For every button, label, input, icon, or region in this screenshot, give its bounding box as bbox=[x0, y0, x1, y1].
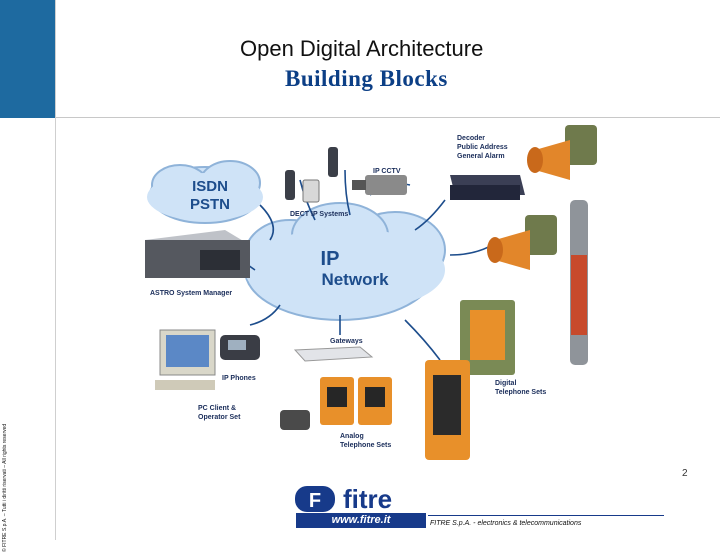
website-link[interactable]: www.fitre.it bbox=[296, 513, 426, 528]
label-dect: DECT IP Systems bbox=[290, 211, 348, 218]
page-title: Open Digital Architecture bbox=[240, 36, 483, 62]
footer-divider bbox=[428, 515, 664, 516]
sos-column: S O S bbox=[570, 200, 607, 365]
architecture-diagram: IP Network ISDN PSTN DECT IP Systems IP … bbox=[140, 125, 610, 470]
company-footer: FITRE S.p.A. - electronics & telecommuni… bbox=[430, 520, 581, 527]
ip-cctv-camera: IP CCTV bbox=[352, 168, 407, 195]
label-ipcctv: IP CCTV bbox=[373, 168, 401, 175]
page-number: 2 bbox=[682, 468, 688, 479]
label-digital-2: Telephone Sets bbox=[495, 389, 546, 396]
label-gateways: Gateways bbox=[330, 338, 363, 345]
label-decoder-3: General Alarm bbox=[457, 153, 505, 160]
isdn-cloud-line2: PSTN bbox=[190, 196, 230, 213]
isdn-pstn-cloud: ISDN PSTN bbox=[147, 161, 263, 223]
label-decoder-2: Public Address bbox=[457, 144, 508, 151]
gateway-device: Gateways bbox=[295, 338, 372, 361]
page-subtitle: Building Blocks bbox=[285, 66, 448, 92]
label-analog-2: Telephone Sets bbox=[340, 442, 391, 449]
label-pcclient-1: PC Client & bbox=[198, 405, 236, 412]
analog-telephone-sets: Analog Telephone Sets bbox=[280, 377, 392, 449]
copyright-text: © FITRE S.p.A. – Tutti i diritti riserva… bbox=[2, 202, 12, 552]
logo-wordmark: fitre bbox=[343, 486, 392, 514]
sos-label: S O S bbox=[596, 282, 607, 309]
loudspeaker-top bbox=[527, 125, 597, 180]
decoder-device: Decoder Public Address General Alarm bbox=[450, 135, 525, 200]
digital-telephone-sets: Digital Telephone Sets bbox=[425, 300, 546, 460]
header-divider bbox=[56, 117, 720, 118]
svg-text:F: F bbox=[309, 490, 321, 512]
isdn-cloud-line1: ISDN bbox=[192, 178, 228, 195]
label-decoder-1: Decoder bbox=[457, 135, 485, 142]
astro-server: ASTRO System Manager bbox=[145, 230, 250, 297]
label-astro: ASTRO System Manager bbox=[150, 290, 232, 297]
loudspeaker-bottom bbox=[487, 215, 557, 270]
sidebar-accent-block bbox=[0, 0, 55, 118]
label-pcclient-2: Operator Set bbox=[198, 414, 241, 421]
sidebar-divider bbox=[55, 0, 56, 540]
label-digital-1: Digital bbox=[495, 380, 516, 387]
ip-network-cloud: IP Network bbox=[245, 203, 445, 320]
ip-phones: IP Phones bbox=[220, 335, 260, 382]
ip-cloud-line2: Network bbox=[321, 270, 389, 289]
label-ipphones: IP Phones bbox=[222, 375, 256, 382]
ip-cloud-line1: IP bbox=[321, 248, 340, 270]
label-analog-1: Analog bbox=[340, 433, 364, 440]
